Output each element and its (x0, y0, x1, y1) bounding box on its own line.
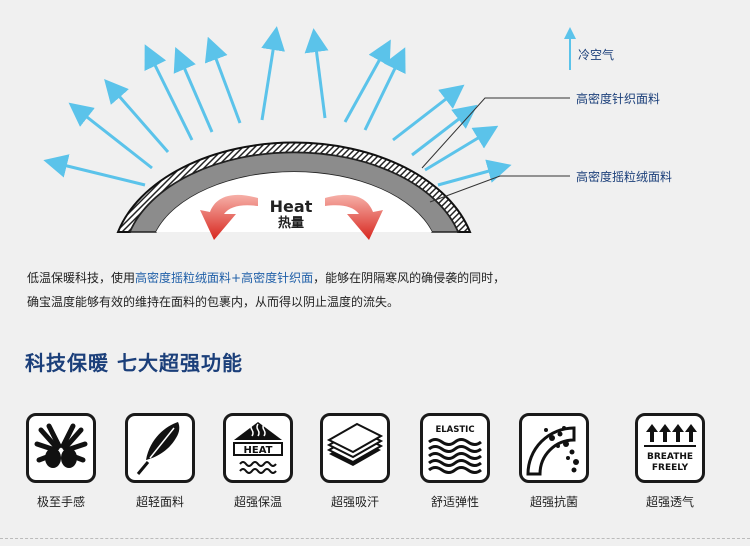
feature-label: 极至手感 (36, 495, 85, 509)
cold-air-label: 冷空气 (578, 48, 615, 62)
divider (0, 538, 750, 539)
feature-label: 超轻面料 (135, 495, 184, 509)
desc-text-b: ，能够在阴隔寒风的确侵袭的同时， (313, 271, 506, 285)
heat-en-label: Heat (269, 197, 313, 216)
feature-label: 超强保温 (233, 495, 282, 509)
feature-label: 舒适弹性 (430, 495, 479, 509)
breathe-icon: BREATHE FREELY (635, 413, 705, 483)
antibacterial-icon (519, 413, 589, 483)
desc-highlight: 高密度摇粒绒面料+高密度针织面 (135, 271, 314, 285)
elastic-icon: ELASTIC (420, 413, 490, 483)
feature-elastic: ELASTIC 舒适弹性 (417, 413, 493, 510)
fabric-diagram (43, 26, 576, 240)
breathe-icon-text-1: BREATHE (647, 452, 693, 462)
heat-icon: HEAT (223, 413, 293, 483)
feature-antibacterial: 超强抗菌 (516, 413, 592, 510)
heat-zh-label: 热量 (277, 216, 304, 231)
feature-lightweight: 超轻面料 (122, 413, 198, 510)
hand-feel-icon (26, 413, 96, 483)
breathe-icon-text-2: FREELY (652, 463, 689, 473)
fleece-fabric-label: 高密度摇粒绒面料 (576, 170, 673, 184)
feature-heat-retention: HEAT 超强保温 (220, 413, 296, 510)
description-line-1: 低温保暖科技，使用高密度摇粒绒面料+高密度针织面，能够在阴隔寒风的确侵袭的同时， (27, 266, 727, 290)
sweat-absorb-icon (320, 413, 390, 483)
elastic-icon-text: ELASTIC (435, 425, 474, 435)
feature-label: 超强透气 (645, 495, 694, 509)
feature-label: 超强吸汗 (330, 495, 379, 509)
desc-text-a: 低温保暖科技，使用 (27, 271, 136, 285)
feature-hand-feel: 极至手感 (23, 413, 99, 510)
cold-air-arrows (43, 26, 512, 187)
heat-icon-text: HEAT (244, 445, 273, 456)
heat-arrows (200, 194, 383, 240)
description: 低温保暖科技，使用高密度摇粒绒面料+高密度针织面，能够在阴隔寒风的确侵袭的同时，… (27, 266, 727, 314)
heat-caption: Heat 热量 (266, 198, 316, 232)
feature-label: 超强抗菌 (529, 495, 578, 509)
description-line-2: 确宝温度能够有效的维持在面料的包裹内，从而得以阴止温度的流失。 (27, 295, 400, 309)
section-title: 科技保暖 七大超强功能 (25, 351, 243, 375)
feature-breathable: BREATHE FREELY 超强透气 (632, 413, 708, 510)
leader-lines (421, 97, 570, 203)
knit-fabric-label: 高密度针织面料 (576, 92, 661, 106)
feather-icon (125, 413, 195, 483)
feature-sweat-absorb: 超强吸汗 (317, 413, 393, 510)
